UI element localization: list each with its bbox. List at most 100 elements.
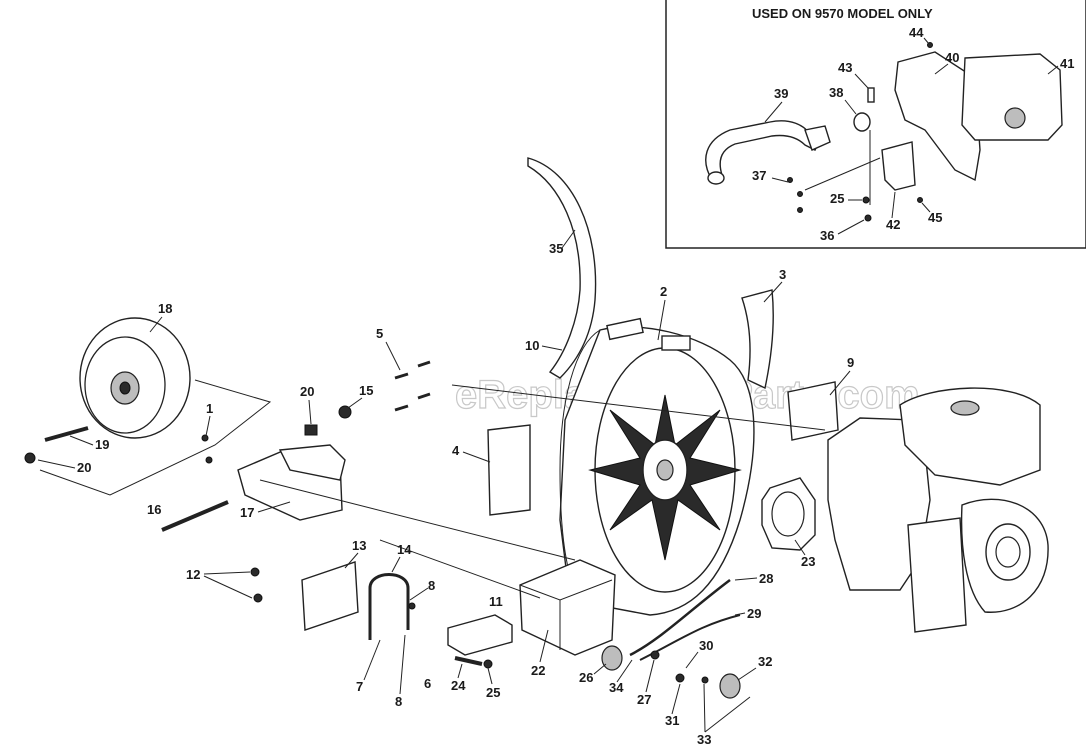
callout-15: 15 xyxy=(359,383,373,398)
clamp-38 xyxy=(853,112,871,132)
callout-24: 24 xyxy=(451,678,466,693)
callout-13: 13 xyxy=(352,538,366,553)
callout-38: 38 xyxy=(829,85,843,100)
callout-43: 43 xyxy=(838,60,852,75)
nut-20b xyxy=(304,424,318,436)
muffler-41 xyxy=(961,53,1063,141)
callout-2: 2 xyxy=(660,284,667,299)
callout-31: 31 xyxy=(665,713,679,728)
washer-25 xyxy=(862,196,870,204)
callout-18: 18 xyxy=(158,301,172,316)
washer-1b xyxy=(205,456,213,464)
elbow-fitting xyxy=(804,125,831,151)
inset-parts xyxy=(705,42,1063,222)
blower-housing-2 xyxy=(559,317,755,616)
bolt-16 xyxy=(161,500,229,532)
callout-37: 37 xyxy=(752,168,766,183)
inset-box xyxy=(665,0,1086,249)
callout-labels: 1 2 3 4 5 6 7 8 8 9 10 11 12 13 14 15 16… xyxy=(37,25,1074,747)
callout-10: 10 xyxy=(525,338,539,353)
callout-22: 22 xyxy=(531,663,545,678)
callout-9: 9 xyxy=(847,355,854,370)
fitting-31 xyxy=(675,673,685,683)
nut-36 xyxy=(864,214,872,222)
callout-5: 5 xyxy=(376,326,383,341)
callout-7: 7 xyxy=(356,679,363,694)
callout-23: 23 xyxy=(801,554,815,569)
engine xyxy=(827,387,1049,633)
callout-20a: 20 xyxy=(77,460,91,475)
tube-end xyxy=(707,171,725,185)
bolt-37c xyxy=(787,177,793,183)
callout-3: 3 xyxy=(779,267,786,282)
panel-3 xyxy=(741,289,774,390)
callout-34: 34 xyxy=(609,680,624,695)
impeller xyxy=(588,394,742,561)
plate-9 xyxy=(787,381,839,441)
fitting-27 xyxy=(650,650,660,660)
nut-12b xyxy=(253,593,263,603)
callout-26: 26 xyxy=(579,670,593,685)
curved-strip-35 xyxy=(527,157,597,379)
bolts-5 xyxy=(394,360,431,412)
callout-28: 28 xyxy=(759,571,773,586)
base-22 xyxy=(519,559,616,656)
callout-30: 30 xyxy=(699,638,713,653)
assembly-lines xyxy=(39,379,826,599)
bolt-37a xyxy=(797,191,803,197)
base-edges xyxy=(519,579,613,650)
callout-32: 32 xyxy=(758,654,772,669)
callout-35: 35 xyxy=(549,241,563,256)
callout-20b: 20 xyxy=(300,384,314,399)
callout-14: 14 xyxy=(397,542,412,557)
callout-19: 19 xyxy=(95,437,109,452)
leader xyxy=(804,157,881,191)
pulley-26 xyxy=(601,645,623,671)
inset-title: USED ON 9570 MODEL ONLY xyxy=(752,6,933,21)
wheel-18 xyxy=(79,317,191,439)
washer-30 xyxy=(701,676,709,684)
stud-43 xyxy=(867,87,875,103)
plate-13 xyxy=(301,561,359,631)
callout-42: 42 xyxy=(886,217,900,232)
callout-45: 45 xyxy=(928,210,942,225)
nut-12a xyxy=(250,567,260,577)
bolt-37b xyxy=(797,207,803,213)
callout-40: 40 xyxy=(945,50,959,65)
callout-16: 16 xyxy=(147,502,161,517)
bracket-42 xyxy=(881,141,916,191)
panel-4 xyxy=(487,424,531,516)
washer-1 xyxy=(201,434,209,442)
u-bolt-14 xyxy=(368,573,410,640)
bracket-top xyxy=(278,444,346,481)
knob-32 xyxy=(719,673,741,699)
callout-33: 33 xyxy=(697,732,711,747)
callout-27: 27 xyxy=(637,692,651,707)
callout-12: 12 xyxy=(186,567,200,582)
cable-28 xyxy=(629,579,731,657)
callout-1: 1 xyxy=(206,401,213,416)
callout-39: 39 xyxy=(774,86,788,101)
heat-shield-40 xyxy=(894,51,981,182)
muffler-outlet xyxy=(1004,107,1026,129)
bolt-24 xyxy=(454,656,483,666)
washer-25 xyxy=(483,659,493,669)
callout-11: 11 xyxy=(489,594,503,609)
callout-29: 29 xyxy=(747,606,761,621)
nut-20a xyxy=(24,452,36,464)
callout-8b: 8 xyxy=(395,694,402,709)
nut-8 xyxy=(408,602,416,610)
callout-25b: 25 xyxy=(830,191,844,206)
callout-44: 44 xyxy=(909,25,924,40)
callout-6: 6 xyxy=(424,676,431,691)
flange-23 xyxy=(761,477,816,551)
callout-41: 41 xyxy=(1060,56,1074,71)
callout-36: 36 xyxy=(820,228,834,243)
callout-25a: 25 xyxy=(486,685,500,700)
callout-17: 17 xyxy=(240,505,254,520)
bracket-11 xyxy=(447,614,513,656)
callout-4: 4 xyxy=(452,443,460,458)
axle-bolt-19 xyxy=(44,426,89,442)
